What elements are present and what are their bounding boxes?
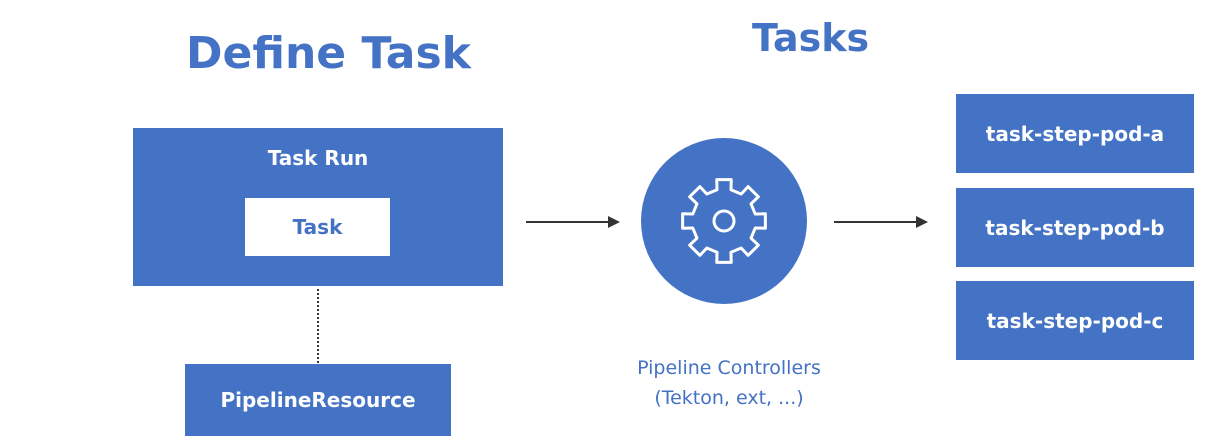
arrow-to-pods [834, 216, 928, 228]
pipeline-resource-box: PipelineResource [185, 364, 451, 436]
tasks-title: Tasks [752, 16, 870, 60]
task-step-pod-b-box: task-step-pod-b [956, 188, 1194, 267]
task-run-box: Task Run Task [133, 128, 503, 286]
arrow-to-controller [526, 216, 620, 228]
controller-circle [641, 138, 807, 304]
define-task-title: Define Task [186, 28, 471, 79]
dotted-connector [317, 289, 319, 363]
controller-caption-line2: (Tekton, ext, ...) [654, 387, 804, 409]
task-step-pod-c-box: task-step-pod-c [956, 281, 1194, 360]
controller-caption: Pipeline Controllers (Tekton, ext, ...) [604, 353, 854, 413]
task-step-pod-a-box: task-step-pod-a [956, 94, 1194, 173]
gear-icon [681, 178, 767, 264]
task-box: Task [245, 198, 390, 256]
task-run-label: Task Run [267, 146, 369, 170]
controller-caption-line1: Pipeline Controllers [637, 357, 821, 379]
